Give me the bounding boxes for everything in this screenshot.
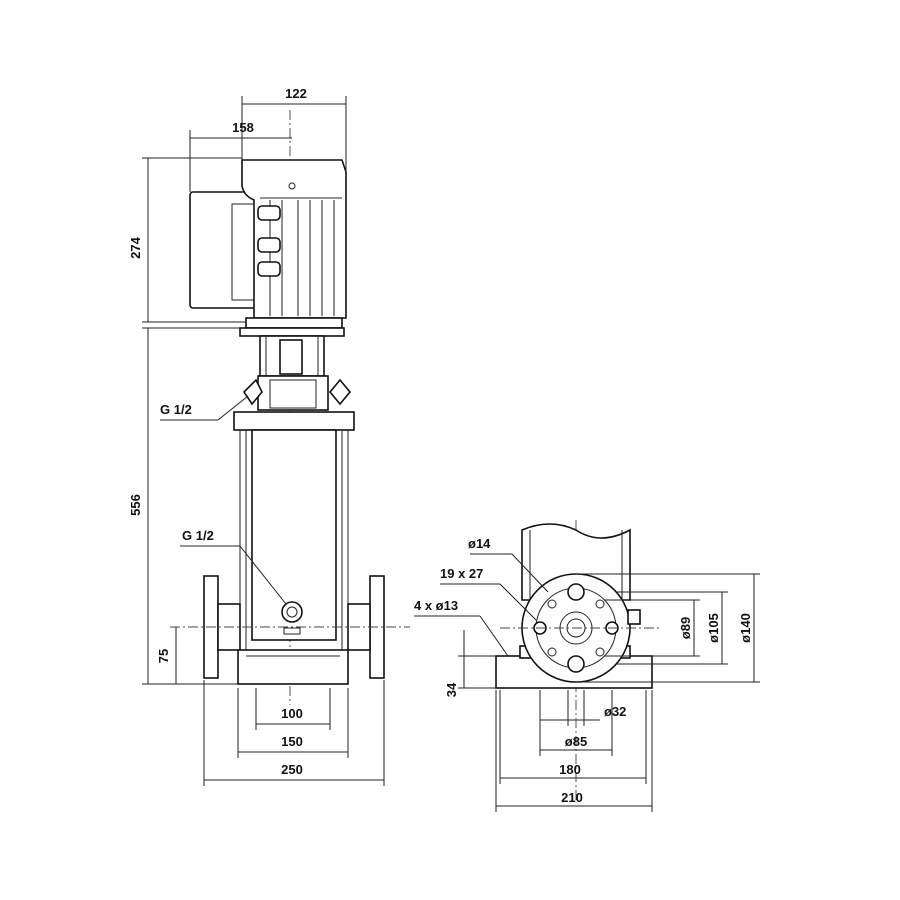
dim-75: 75 (156, 649, 171, 663)
dim-274: 274 (128, 236, 143, 258)
side-view: ø14 19 x 27 4 x ø13 34 ø89 ø105 ø140 ø32 (414, 520, 760, 812)
pump-base (237, 649, 349, 685)
dim-250: 250 (281, 762, 303, 777)
dim-150: 150 (281, 734, 303, 749)
dim-158: 158 (232, 120, 254, 135)
dim-556: 556 (128, 494, 143, 516)
dim-34: 34 (444, 682, 459, 697)
label-slot: 19 x 27 (440, 566, 483, 581)
dim-100: 100 (281, 706, 303, 721)
dim-122: 122 (285, 86, 307, 101)
motor-housing (241, 159, 347, 319)
dim-210: 210 (561, 790, 583, 805)
label-bolts: 4 x ø13 (414, 598, 458, 613)
label-hole-14: ø14 (468, 536, 491, 551)
cable-gland-icon (257, 205, 281, 277)
dim-dia-32: ø32 (604, 704, 626, 719)
dim-dia-105: ø105 (706, 613, 721, 643)
dim-dia-89: ø89 (678, 617, 693, 639)
dim-180: 180 (559, 762, 581, 777)
terminal-box (189, 191, 257, 309)
port-label-lower: G 1/2 (182, 528, 214, 543)
head-flange (233, 411, 355, 431)
dim-dia-140: ø140 (738, 613, 753, 643)
front-view: 122 158 274 556 75 G 1/2 G 1/2 100 150 (128, 86, 410, 786)
port-label-upper: G 1/2 (160, 402, 192, 417)
dim-dia-85: ø85 (565, 734, 587, 749)
